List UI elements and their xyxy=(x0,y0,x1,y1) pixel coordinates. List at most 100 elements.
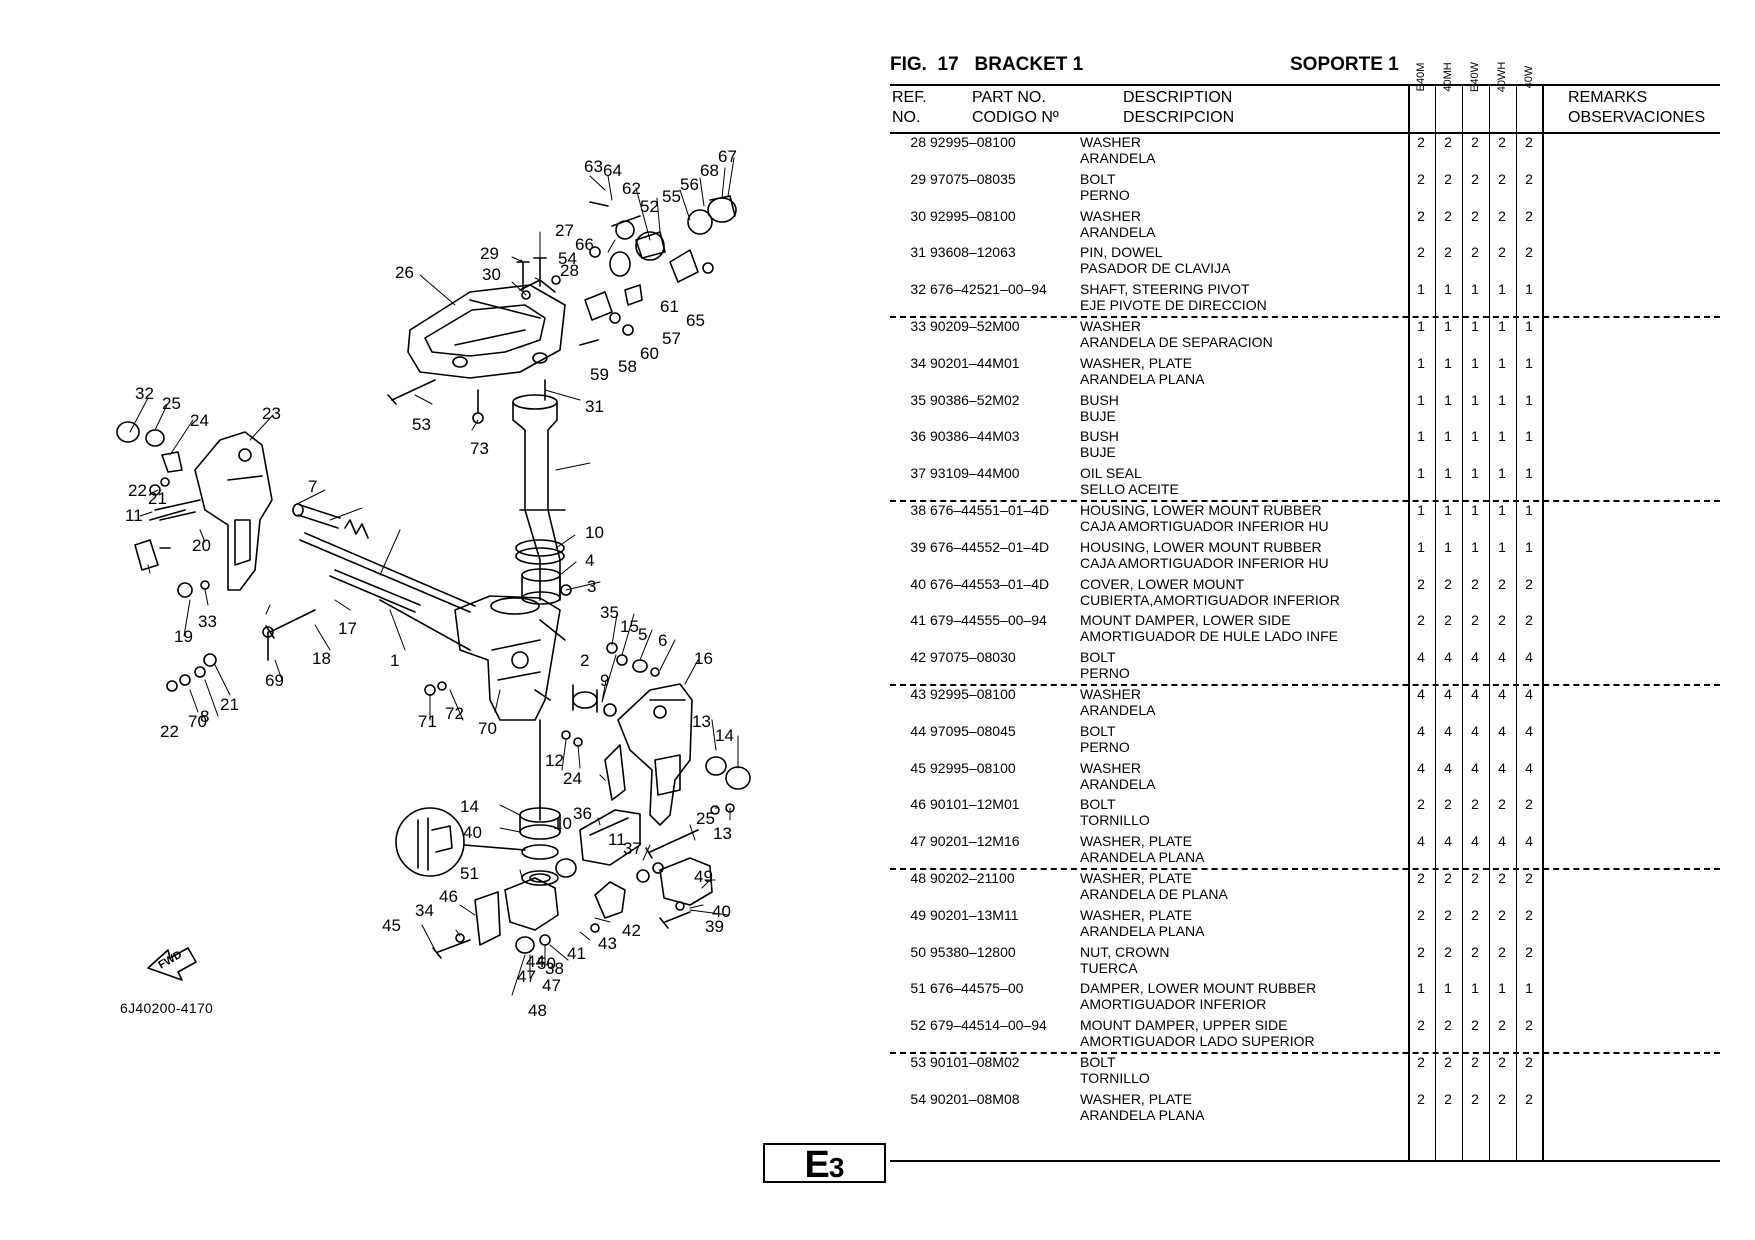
callout-number: 31 xyxy=(585,397,604,416)
callout-number: 22 xyxy=(160,722,179,741)
callout-number: 48 xyxy=(528,1001,547,1020)
parts-list: FIG. 17 BRACKET 1 SOPORTE 1 REF.NO. PART… xyxy=(890,0,1720,1240)
description-en: BOLT xyxy=(1080,722,1116,739)
part-number: 90209–52M00 xyxy=(930,318,1020,334)
part-number: 97075–08030 xyxy=(930,649,1016,666)
quantity-cell: 2 xyxy=(1471,207,1479,224)
quantity-cell: 4 xyxy=(1444,759,1452,776)
callout-number: 34 xyxy=(415,901,434,920)
quantity-cell: 1 xyxy=(1525,465,1533,482)
quantity-cell: 2 xyxy=(1417,244,1425,261)
callout-number: 47 xyxy=(542,976,561,995)
description-es: ARANDELA DE SEPARACION xyxy=(1080,334,1273,350)
quantity-cell: 1 xyxy=(1444,428,1452,445)
part-number: 679–44555–00–94 xyxy=(930,612,1047,629)
quantity-cell: 2 xyxy=(1498,870,1506,886)
quantity-cell: 1 xyxy=(1471,318,1479,334)
callout-number: 40 xyxy=(712,902,731,921)
callout-number: 11 xyxy=(125,506,143,525)
description-es: EJE PIVOTE DE DIRECCION xyxy=(1080,297,1267,314)
quantity-cell: 4 xyxy=(1525,833,1533,850)
part-number: 93608–12063 xyxy=(930,244,1016,261)
ref-number: 50 xyxy=(910,943,926,960)
callout-number: 51 xyxy=(460,864,479,883)
callout-number: 10 xyxy=(553,814,572,833)
figure-title-en: BRACKET 1 xyxy=(974,54,1084,75)
quantity-cell: 4 xyxy=(1498,722,1506,739)
callout-number: 62 xyxy=(622,179,641,198)
description-es: SELLO ACEITE xyxy=(1080,481,1179,498)
callout-number: 59 xyxy=(590,365,609,384)
description-es: BUJE xyxy=(1080,407,1116,424)
part-number: 92995–08100 xyxy=(930,759,1016,776)
callout-number: 25 xyxy=(696,809,715,828)
quantity-cell: 1 xyxy=(1471,465,1479,482)
ref-number: 30 xyxy=(910,207,926,224)
description-en: WASHER xyxy=(1080,759,1141,776)
ref-number: 39 xyxy=(910,538,926,555)
figure-title-es: SOPORTE 1 xyxy=(1290,54,1399,75)
callout-number: 4 xyxy=(585,551,595,570)
quantity-cell: 4 xyxy=(1471,759,1479,776)
description-en: WASHER xyxy=(1080,134,1141,150)
upper-bracket-part xyxy=(407,279,566,379)
quantity-cell: 2 xyxy=(1525,207,1533,224)
quantity-cell: 2 xyxy=(1471,244,1479,261)
group-separator xyxy=(890,500,1720,502)
description-en: NUT, CROWN xyxy=(1080,943,1170,960)
left-clamp-bracket xyxy=(149,431,273,591)
description-es: ARANDELA DE PLANA xyxy=(1080,886,1228,902)
description-es: ARANDELA PLANA xyxy=(1080,849,1205,866)
ref-number: 37 xyxy=(910,465,926,482)
quantity-cell: 1 xyxy=(1525,281,1533,298)
quantity-cell: 2 xyxy=(1444,134,1452,150)
description-en: WASHER, PLATE xyxy=(1080,833,1193,850)
quantity-cell: 4 xyxy=(1471,649,1479,666)
description-en: WASHER, PLATE xyxy=(1080,1090,1193,1107)
description-es: TORNILLO xyxy=(1080,812,1150,829)
quantity-cell: 4 xyxy=(1417,759,1425,776)
part-number: 90201–44M01 xyxy=(930,354,1020,371)
description-es: ARANDELA PLANA xyxy=(1080,370,1205,387)
quantity-cell: 2 xyxy=(1498,575,1506,592)
ref-number: 38 xyxy=(910,502,926,518)
callout-number: 57 xyxy=(662,329,681,348)
ref-number: 43 xyxy=(910,686,926,702)
quantity-cell: 2 xyxy=(1525,134,1533,150)
quantity-cell: 4 xyxy=(1525,759,1533,776)
quantity-cell: 2 xyxy=(1471,943,1479,960)
description-en: WASHER, PLATE xyxy=(1080,870,1193,886)
quantity-cell: 2 xyxy=(1498,1090,1506,1107)
quantity-cell: 1 xyxy=(1525,502,1533,518)
quantity-cell: 1 xyxy=(1525,428,1533,445)
callout-number: 50 xyxy=(537,954,556,973)
callout-number: 56 xyxy=(680,175,699,194)
quantity-cell: 1 xyxy=(1498,980,1506,997)
part-number: 676–44553–01–4D xyxy=(930,575,1050,592)
quantity-cell: 1 xyxy=(1471,391,1479,408)
right-clamp-bracket xyxy=(604,683,751,826)
ref-number: 47 xyxy=(910,833,926,850)
description-es: PERNO xyxy=(1080,738,1130,755)
quantity-cell: 1 xyxy=(1417,465,1425,482)
callout-number: 64 xyxy=(603,161,622,180)
quantity-cell: 4 xyxy=(1525,649,1533,666)
model-header: 40WH xyxy=(1496,61,1508,93)
callout-number: 24 xyxy=(563,769,582,788)
quantity-cell: 1 xyxy=(1444,980,1452,997)
callout-number: 15 xyxy=(620,617,639,636)
description-es: ARANDELA xyxy=(1080,775,1156,792)
leader-lines xyxy=(129,157,739,996)
quantity-cell: 4 xyxy=(1498,833,1506,850)
part-number: 90101–08M02 xyxy=(930,1054,1020,1070)
ref-number: 54 xyxy=(910,1090,926,1107)
callout-number: 37 xyxy=(623,839,642,858)
ref-number: 49 xyxy=(910,906,926,923)
